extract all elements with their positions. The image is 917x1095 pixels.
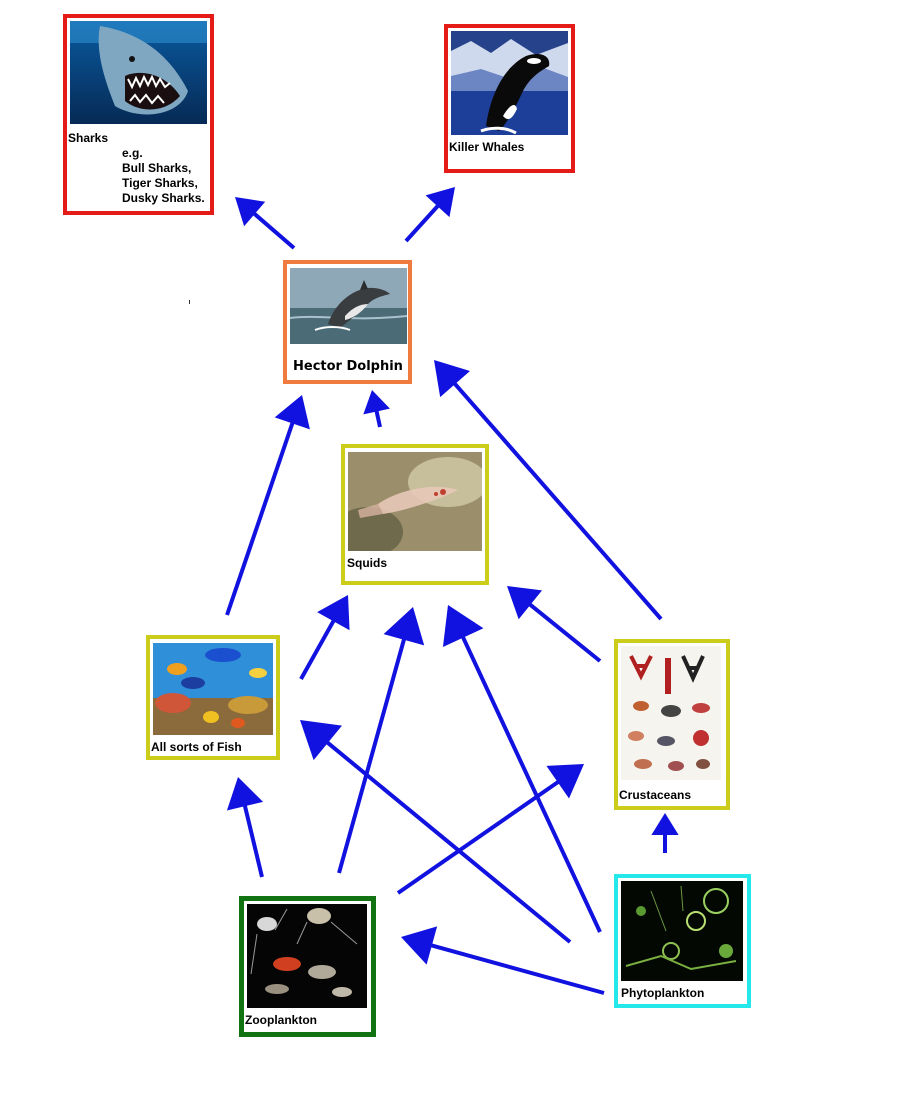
crustaceans-label: Crustaceans <box>619 788 692 802</box>
zooplankton-label: Zooplankton <box>245 1013 317 1027</box>
shark-image <box>70 21 207 124</box>
killer-whales-label: Killer Whales <box>449 140 525 154</box>
squids-label: Squids <box>347 556 388 570</box>
crustaceans-node: Crustaceans <box>614 639 730 810</box>
reef-fish-image <box>153 643 273 735</box>
phytoplankton-image <box>621 881 743 981</box>
squid-image <box>348 452 482 551</box>
sharks-node: Sharks e.g. Bull Sharks, Tiger Sharks, D… <box>63 14 214 215</box>
arrow-head <box>383 607 425 646</box>
arrow-phytoplankton-to-crustaceans <box>651 813 679 853</box>
phytoplankton-label: Phytoplankton <box>621 986 705 1000</box>
arrow-head <box>363 390 390 415</box>
killer-whales-node: Killer Whales <box>444 24 575 173</box>
arrow-shaft <box>324 740 572 944</box>
zooplankton-node: Zooplankton <box>239 896 376 1037</box>
arrow-shaft <box>242 803 264 878</box>
dolphin-image <box>290 268 407 344</box>
arrow-fish-to-hector-dolphin <box>225 395 310 616</box>
arrow-hector-dolphin-to-sharks <box>235 197 296 250</box>
arrow-fish-to-squids <box>299 595 350 680</box>
arrow-phytoplankton-to-squids <box>442 605 602 933</box>
fish-label: All sorts of Fish <box>151 740 242 754</box>
arrow-head <box>235 197 266 227</box>
arrow-shaft <box>374 409 382 428</box>
arrow-head <box>226 777 264 811</box>
arrow-head <box>274 395 310 430</box>
zooplankton-image <box>247 904 367 1008</box>
hector-dolphin-label: Hector Dolphin <box>293 359 403 374</box>
arrow-shaft <box>225 420 295 616</box>
arrow-head <box>507 586 543 620</box>
arrow-shaft <box>460 634 602 933</box>
arrow-head <box>546 764 584 799</box>
arrow-phytoplankton-to-zooplankton <box>401 926 605 995</box>
arrow-hector-dolphin-to-killer-whales <box>404 187 455 243</box>
sharks-label: Sharks <box>68 131 108 146</box>
sharks-example-3: Dusky Sharks. <box>122 191 205 205</box>
arrow-shaft <box>429 943 605 995</box>
arrow-shaft <box>404 203 441 243</box>
arrow-crustaceans-to-squids <box>507 586 602 663</box>
squids-node: Squids <box>341 444 489 585</box>
arrow-head <box>300 720 342 761</box>
phytoplankton-node: Phytoplankton <box>614 874 751 1008</box>
arrow-shaft <box>527 602 602 663</box>
arrow-zooplankton-to-squids <box>337 607 425 874</box>
arrow-head <box>425 187 455 218</box>
arrow-head <box>317 595 350 631</box>
arrow-shaft <box>337 637 407 874</box>
arrow-head <box>442 605 484 648</box>
sharks-example-0: e.g. <box>122 146 143 160</box>
arrow-head <box>434 360 471 398</box>
arrow-shaft <box>251 211 296 250</box>
hector-dolphin-node: Hector Dolphin <box>283 260 412 384</box>
crustaceans-image <box>621 646 721 780</box>
arrow-phytoplankton-to-fish <box>300 720 572 944</box>
arrow-shaft <box>299 618 337 680</box>
arrow-head <box>651 813 679 835</box>
sharks-example-1: Bull Sharks, <box>122 161 192 175</box>
arrow-squids-to-hector-dolphin <box>363 390 390 428</box>
arrow-shaft <box>452 381 663 621</box>
sharks-examples: e.g. Bull Sharks, Tiger Sharks, Dusky Sh… <box>122 146 205 206</box>
arrow-head <box>401 926 438 965</box>
arrow-shaft <box>396 779 561 895</box>
sharks-title: Sharks <box>68 131 109 145</box>
arrow-zooplankton-to-fish <box>226 777 264 878</box>
orca-image <box>451 31 568 135</box>
sharks-example-2: Tiger Sharks, <box>122 176 198 190</box>
arrow-crustaceans-to-hector-dolphin <box>434 360 663 621</box>
stray-mark <box>189 300 190 304</box>
arrow-zooplankton-to-crustaceans <box>396 764 584 895</box>
fish-node: All sorts of Fish <box>146 635 280 760</box>
